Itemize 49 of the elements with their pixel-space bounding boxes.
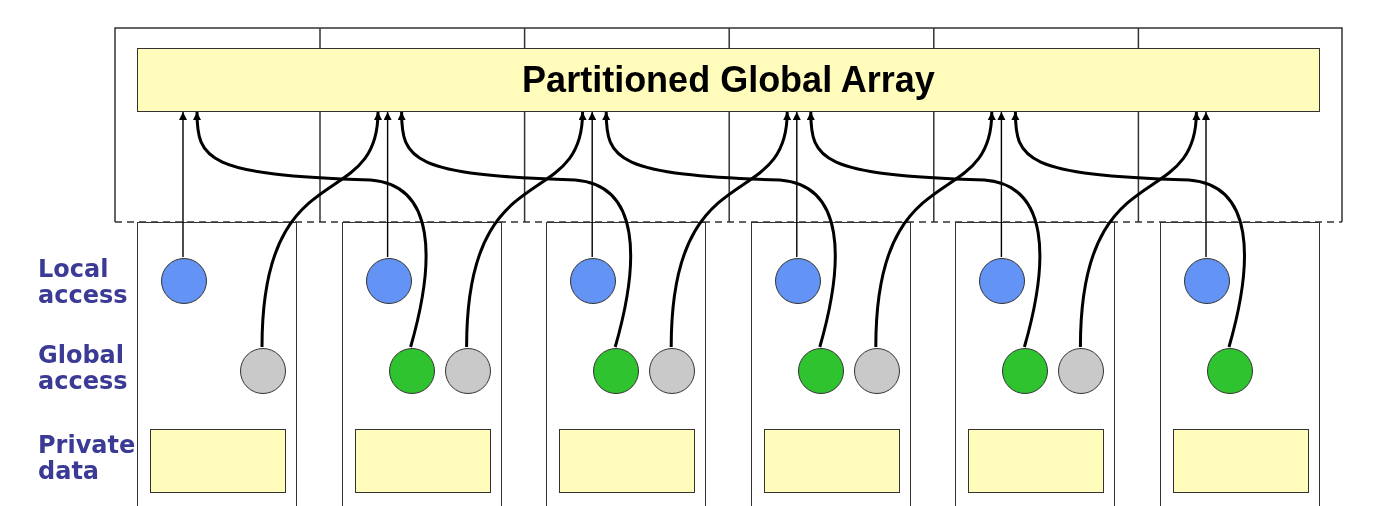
arrow — [260, 111, 382, 348]
row-label: Private data — [38, 432, 137, 484]
row-label: Local access — [38, 256, 129, 308]
circle-node — [593, 348, 640, 394]
arrow — [1011, 111, 1246, 348]
circle-node — [161, 258, 207, 304]
circle-node — [570, 258, 617, 304]
arrow — [465, 111, 586, 348]
circle-node — [774, 258, 821, 304]
circle-node — [797, 348, 844, 394]
circle-node — [649, 348, 696, 394]
thread-column — [137, 222, 297, 506]
array-bar — [137, 48, 1320, 112]
thread-column — [955, 222, 1116, 506]
arrow — [792, 111, 801, 258]
arrow — [1202, 111, 1210, 258]
thread-column — [341, 222, 502, 506]
circle-node — [388, 348, 435, 394]
data-box — [1173, 429, 1309, 493]
arrow — [193, 111, 428, 348]
circle-node — [1207, 348, 1253, 394]
arrow — [383, 111, 392, 258]
row-label: Global access — [38, 342, 129, 394]
arrow — [1078, 111, 1200, 348]
data-box — [150, 429, 286, 493]
circle-node — [365, 258, 412, 304]
arrow — [874, 111, 995, 348]
circle-node — [853, 348, 900, 394]
array-title: Partitioned Global Array — [522, 59, 935, 101]
circle-node — [1184, 258, 1230, 304]
circle-node — [1058, 348, 1105, 394]
arrow — [997, 111, 1006, 258]
arrow — [669, 111, 791, 348]
circle-node — [444, 348, 491, 394]
circle-node — [979, 258, 1026, 304]
arrow — [179, 111, 187, 258]
arrow — [397, 111, 633, 348]
arrow — [602, 111, 837, 348]
arrow — [588, 111, 597, 258]
data-box — [968, 429, 1105, 493]
thread-column — [750, 222, 911, 506]
data-box — [559, 429, 696, 493]
thread-column — [546, 222, 707, 506]
circle-node — [240, 348, 286, 394]
data-box — [354, 429, 491, 493]
data-box — [763, 429, 900, 493]
thread-column — [1160, 222, 1320, 506]
circle-node — [1002, 348, 1049, 394]
arrow — [807, 111, 1042, 348]
